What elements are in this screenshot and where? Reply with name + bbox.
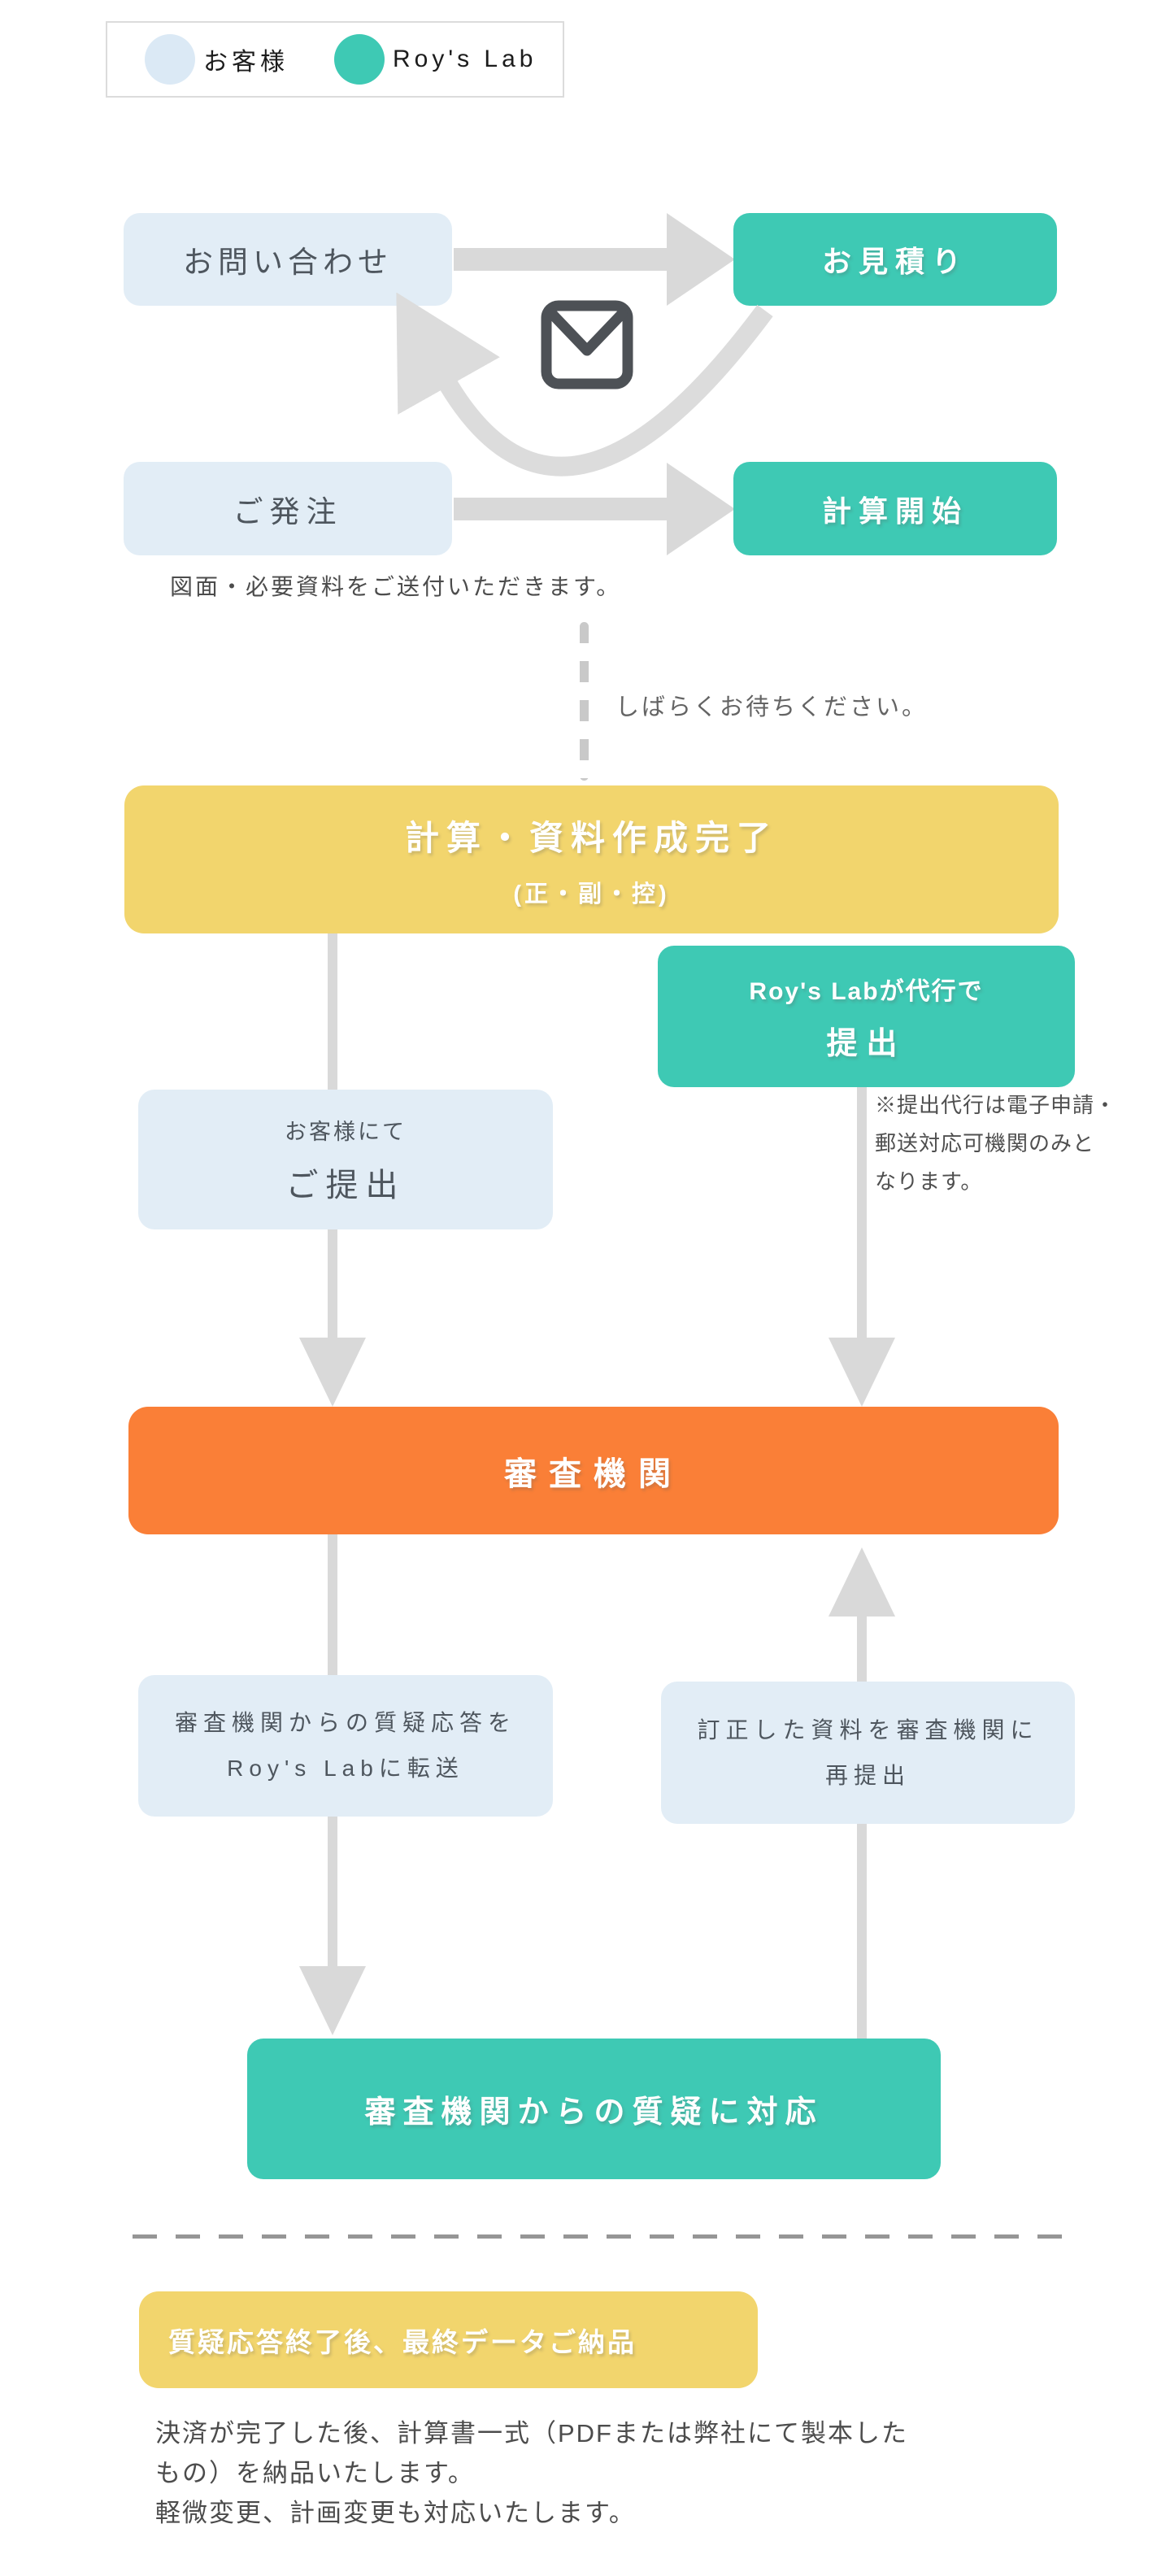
delivery-note-1: 決済が完了した後、計算書一式（PDFまたは弊社にて製本したもの）を納品いたします…	[155, 2419, 908, 2487]
lab-submit-line1: Roy's Labが代行で	[749, 977, 984, 1005]
connector-forward-to-respond	[328, 1817, 337, 1966]
complete-title: 計算・資料作成完了	[404, 818, 778, 857]
node-complete: 計算・資料作成完了 (正・副・控)	[124, 785, 1059, 933]
forward-line2: Roy's Labに転送	[227, 1756, 464, 1781]
node-respond: 審査機関からの質疑に対応	[247, 2039, 941, 2179]
wait-dashed-line	[580, 622, 589, 781]
legend-label-customer: お客様	[203, 49, 289, 76]
order-note: 図面・必要資料をご送付いただきます。	[170, 574, 622, 599]
legend-item-customer: お客様	[145, 34, 289, 85]
connector-customer-submit-to-review	[328, 1229, 337, 1339]
section-divider-dashed	[133, 2234, 1076, 2239]
complete-subtitle: (正・副・控)	[513, 881, 670, 907]
arrowhead-into-respond	[299, 1966, 366, 2035]
customer-submit-line1: お客様にて	[285, 1119, 407, 1144]
node-order: ご発注	[124, 462, 452, 555]
lab-color-dot	[334, 34, 385, 85]
lab-submit-note-line1: ※提出代行は電子申請・	[875, 1093, 1117, 1117]
lab-submit-note-line3: なります。	[875, 1169, 983, 1194]
node-lab-submit: Roy's Labが代行で 提出	[658, 946, 1075, 1087]
customer-submit-line2: ご提出	[285, 1167, 406, 1203]
lab-submit-line2: 提出	[826, 1026, 907, 1061]
connector-review-to-forward	[328, 1534, 337, 1678]
forward-line1: 審査機関からの質疑応答を	[174, 1710, 516, 1735]
wait-note: しばらくお待ちください。	[615, 694, 929, 720]
connector-complete-to-customer-submit	[328, 933, 337, 1090]
arrow-estimate-to-inquiry-curve	[396, 293, 773, 476]
legend: お客様 Roy's Lab	[106, 21, 564, 98]
node-calc-start: 計算開始	[733, 462, 1057, 555]
node-forward: 審査機関からの質疑応答を Roy's Labに転送	[138, 1675, 553, 1817]
customer-color-dot	[145, 34, 195, 85]
arrowhead-right-into-review	[829, 1338, 895, 1407]
node-resubmit: 訂正した資料を審査機関に 再提出	[661, 1682, 1075, 1824]
arrow-inquiry-to-estimate-shaft	[454, 248, 667, 271]
mail-icon	[541, 300, 633, 389]
lab-submit-note-line2: 郵送対応可機関のみと	[875, 1131, 1095, 1155]
node-review-org: 審査機関	[128, 1407, 1059, 1534]
connector-resubmit-to-review	[857, 1617, 867, 1683]
resubmit-line1: 訂正した資料を審査機関に	[697, 1717, 1039, 1743]
legend-label-lab: Roy's Lab	[393, 46, 537, 72]
arrowhead-left-into-review	[299, 1338, 366, 1407]
arrow-inquiry-to-estimate-head	[667, 213, 735, 306]
legend-item-lab: Roy's Lab	[334, 34, 537, 85]
node-customer-submit: お客様にて ご提出	[138, 1090, 553, 1229]
node-delivery: 質疑応答終了後、最終データご納品	[139, 2291, 758, 2388]
connector-lab-submit-to-review	[857, 1087, 867, 1338]
node-inquiry: お問い合わせ	[124, 213, 452, 306]
resubmit-line2: 再提出	[824, 1762, 911, 1788]
delivery-notes: 決済が完了した後、計算書一式（PDFまたは弊社にて製本したもの）を納品いたします…	[155, 2413, 924, 2533]
node-estimate: お見積り	[733, 213, 1057, 306]
arrow-order-to-calc-shaft	[454, 498, 667, 520]
arrow-order-to-calc-head	[667, 463, 735, 555]
lab-submit-note: ※提出代行は電子申請・ 郵送対応可機関のみと なります。	[875, 1086, 1116, 1201]
delivery-note-2: 軽微変更、計画変更も対応いたします。	[155, 2499, 636, 2527]
connector-respond-to-resubmit	[857, 1824, 867, 2039]
arrowhead-up-into-review	[829, 1547, 895, 1617]
